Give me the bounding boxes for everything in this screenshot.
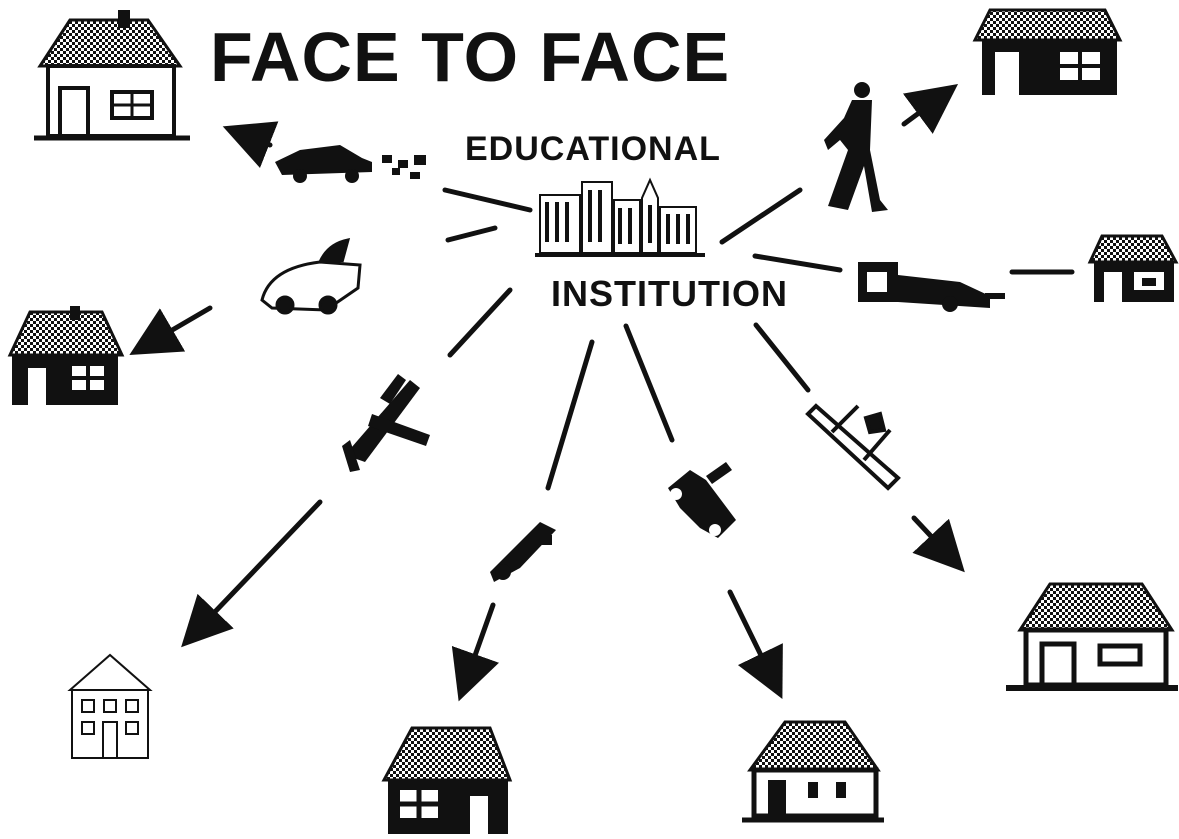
airplane-icon [342,374,430,472]
line-to-convertible [445,225,498,243]
arrow-to-house-bottom-left [181,499,323,648]
formula-car-icon [858,262,1005,312]
rocket-car-icon [490,522,556,582]
house-top-right [972,8,1123,95]
line-to-biplane [753,322,811,393]
center-label-top: EDUCATIONAL [465,130,721,168]
walking-person-icon [824,82,888,212]
arrow-to-house-bottom [451,602,499,702]
line-to-car-top-left [442,187,533,213]
center-label-bottom: INSTITUTION [551,273,788,314]
house-mid-right [1087,234,1179,302]
line-to-formula-car [752,253,843,273]
city-skyline-icon [535,177,705,257]
motorbike-icon [668,462,736,538]
line-to-walker [719,187,803,245]
house-bottom [381,726,513,834]
line-to-airplane [447,287,513,358]
convertible-car-icon [260,238,362,315]
arrow-to-house-top-left [222,121,279,168]
house-right [1006,582,1178,691]
line-to-rocket-car [545,339,595,491]
page-title: FACE TO FACE [210,18,731,96]
arrow-to-house-left [129,305,213,356]
arrow-to-house-top-right [901,84,959,134]
house-bottom-right [742,720,884,823]
line-to-motorbike [623,323,675,443]
arrow-to-house-right [911,515,965,573]
house-left [7,306,125,405]
house-bottom-left [67,653,153,759]
arrow-to-house-bottom-right [727,589,783,699]
biplane-icon [805,403,901,491]
connector-lines [129,84,1075,702]
race-car-icon [275,145,426,183]
house-top-left [34,10,190,141]
